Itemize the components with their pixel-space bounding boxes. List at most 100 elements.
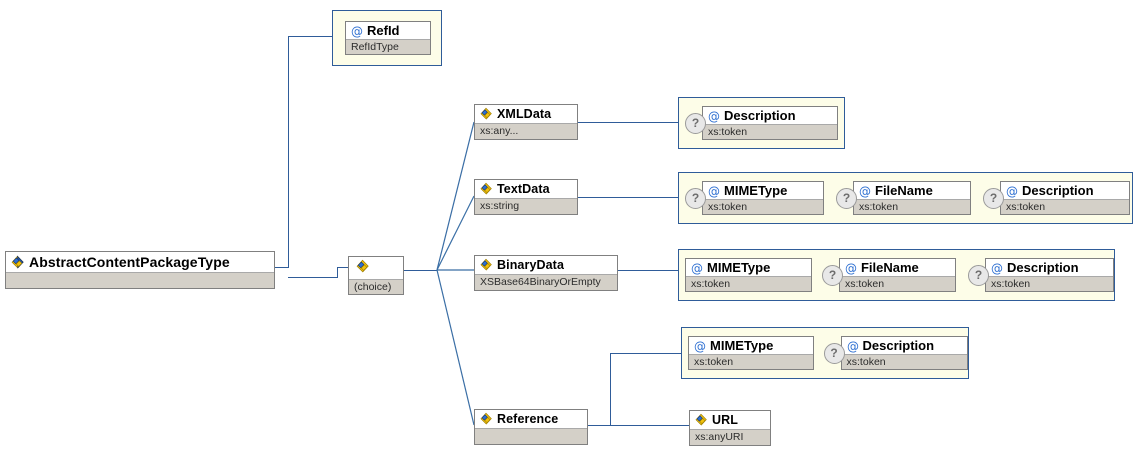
attr-description[interactable]: @ Description xs:token <box>1000 181 1130 215</box>
svg-text:@: @ <box>708 109 720 123</box>
attr-type: xs:token <box>839 276 956 291</box>
element-icon <box>479 182 493 196</box>
element-icon <box>479 258 493 272</box>
attr-panel-refid: @ RefId RefIdType <box>332 10 442 66</box>
connector-binarydata-attrs <box>618 270 678 271</box>
attr-filename[interactable]: @ FileName xs:token <box>838 258 957 292</box>
attr-description[interactable]: @ Description xs:token <box>702 106 838 140</box>
node-label: Reference <box>497 412 559 426</box>
node-xmldata[interactable]: XMLData xs:any... <box>474 104 578 140</box>
node-type <box>6 272 274 288</box>
attr-name-row: @ FileName <box>839 259 956 276</box>
attr-mimetype[interactable]: @ MIMEType xs:token <box>688 336 814 370</box>
connector-textdata-attrs <box>578 197 678 198</box>
node-label: TextData <box>497 182 550 196</box>
node-reference[interactable]: Reference <box>474 409 588 445</box>
connector-to-choice-v <box>337 267 338 278</box>
svg-text:@: @ <box>991 261 1003 275</box>
node-type: xs:string <box>475 198 577 214</box>
element-icon <box>355 259 370 274</box>
attr-name-row: @ MIMEType <box>703 182 823 199</box>
node-label: AbstractContentPackageType <box>29 254 230 270</box>
optional-marker-icon: ? <box>983 187 1004 209</box>
node-label: BinaryData <box>497 258 564 272</box>
attr-panel-binarydata: @ MIMEType xs:token ? @ FileName xs:toke… <box>678 249 1115 301</box>
node-name-row: XMLData <box>475 105 577 123</box>
attr-mimetype[interactable]: @ MIMEType xs:token <box>702 181 824 215</box>
attr-refid[interactable]: @ RefId RefIdType <box>345 21 431 55</box>
node-binarydata[interactable]: BinaryData XSBase64BinaryOrEmpty <box>474 255 618 291</box>
attr-type: xs:token <box>703 199 823 214</box>
node-type: XSBase64BinaryOrEmpty <box>475 274 617 290</box>
attr-name-row: @ Description <box>841 337 967 354</box>
attr-name-row: @ Description <box>986 259 1114 276</box>
node-type <box>475 428 587 444</box>
attr-mimetype[interactable]: @ MIMEType xs:token <box>685 258 812 292</box>
attr-label: Description <box>1007 260 1079 275</box>
attribute-icon: @ <box>350 24 364 38</box>
attr-panel-reference: @ MIMEType xs:token ? @ Description xs:t… <box>681 327 969 379</box>
node-name-row: URL <box>690 411 770 429</box>
attribute-icon: @ <box>844 261 858 275</box>
node-name-row: AbstractContentPackageType <box>6 252 274 272</box>
svg-text:@: @ <box>1006 184 1018 198</box>
attr-type: xs:token <box>854 199 970 214</box>
attr-description[interactable]: @ Description xs:token <box>840 336 968 370</box>
node-url[interactable]: URL xs:anyURI <box>689 410 771 446</box>
attribute-icon: @ <box>707 184 721 198</box>
element-icon <box>10 255 25 270</box>
connector-choice-in <box>337 267 348 268</box>
attr-label: RefId <box>367 23 400 38</box>
svg-text:@: @ <box>845 261 857 275</box>
svg-text:@: @ <box>694 339 706 353</box>
attr-type: xs:token <box>689 354 813 369</box>
attribute-icon: @ <box>690 261 704 275</box>
attr-filename[interactable]: @ FileName xs:token <box>853 181 971 215</box>
node-type: xs:anyURI <box>690 429 770 445</box>
attribute-icon: @ <box>707 109 721 123</box>
node-choice[interactable]: (choice) <box>348 256 404 295</box>
optional-marker-icon: ? <box>968 264 990 286</box>
element-icon <box>479 412 493 426</box>
node-label: URL <box>712 413 738 427</box>
attr-panel-xmldata: ? @ Description xs:token <box>678 97 845 149</box>
element-icon <box>479 107 493 121</box>
choice-label: (choice) <box>349 279 403 294</box>
attr-name-row: @ MIMEType <box>686 259 811 276</box>
connector-reference-attrs-h <box>610 353 681 354</box>
node-label: XMLData <box>497 107 552 121</box>
node-textdata[interactable]: TextData xs:string <box>474 179 578 215</box>
attribute-icon: @ <box>1005 184 1019 198</box>
connector-to-refid <box>288 36 332 37</box>
optional-marker-icon: ? <box>821 264 843 286</box>
element-icon <box>694 413 708 427</box>
optional-marker-icon: ? <box>823 342 845 364</box>
attribute-icon: @ <box>846 339 860 353</box>
attr-label: FileName <box>875 183 933 198</box>
connector-root-stub <box>274 267 289 268</box>
connector-xmldata-attrs <box>578 122 678 123</box>
attr-name-row: @ MIMEType <box>689 337 813 354</box>
attr-description[interactable]: @ Description xs:token <box>985 258 1115 292</box>
attr-type: xs:token <box>986 276 1114 291</box>
attr-label: MIMEType <box>710 338 774 353</box>
attr-type: xs:token <box>703 124 837 139</box>
choice-icon-row <box>349 257 403 279</box>
attr-name-row: @ Description <box>703 107 837 124</box>
svg-text:@: @ <box>859 184 871 198</box>
connector-root-trunk <box>288 36 289 268</box>
attr-type: RefIdType <box>346 39 430 54</box>
attr-label: MIMEType <box>707 260 771 275</box>
attr-name-row: @ RefId <box>346 22 430 39</box>
attr-label: FileName <box>860 260 919 275</box>
attr-label: Description <box>724 108 796 123</box>
node-abstract-content-package-type[interactable]: AbstractContentPackageType <box>5 251 275 289</box>
node-name-row: TextData <box>475 180 577 198</box>
svg-text:@: @ <box>351 24 363 38</box>
attribute-icon: @ <box>858 184 872 198</box>
attr-type: xs:token <box>686 276 811 291</box>
optional-marker-icon: ? <box>685 187 706 209</box>
node-name-row: Reference <box>475 410 587 428</box>
